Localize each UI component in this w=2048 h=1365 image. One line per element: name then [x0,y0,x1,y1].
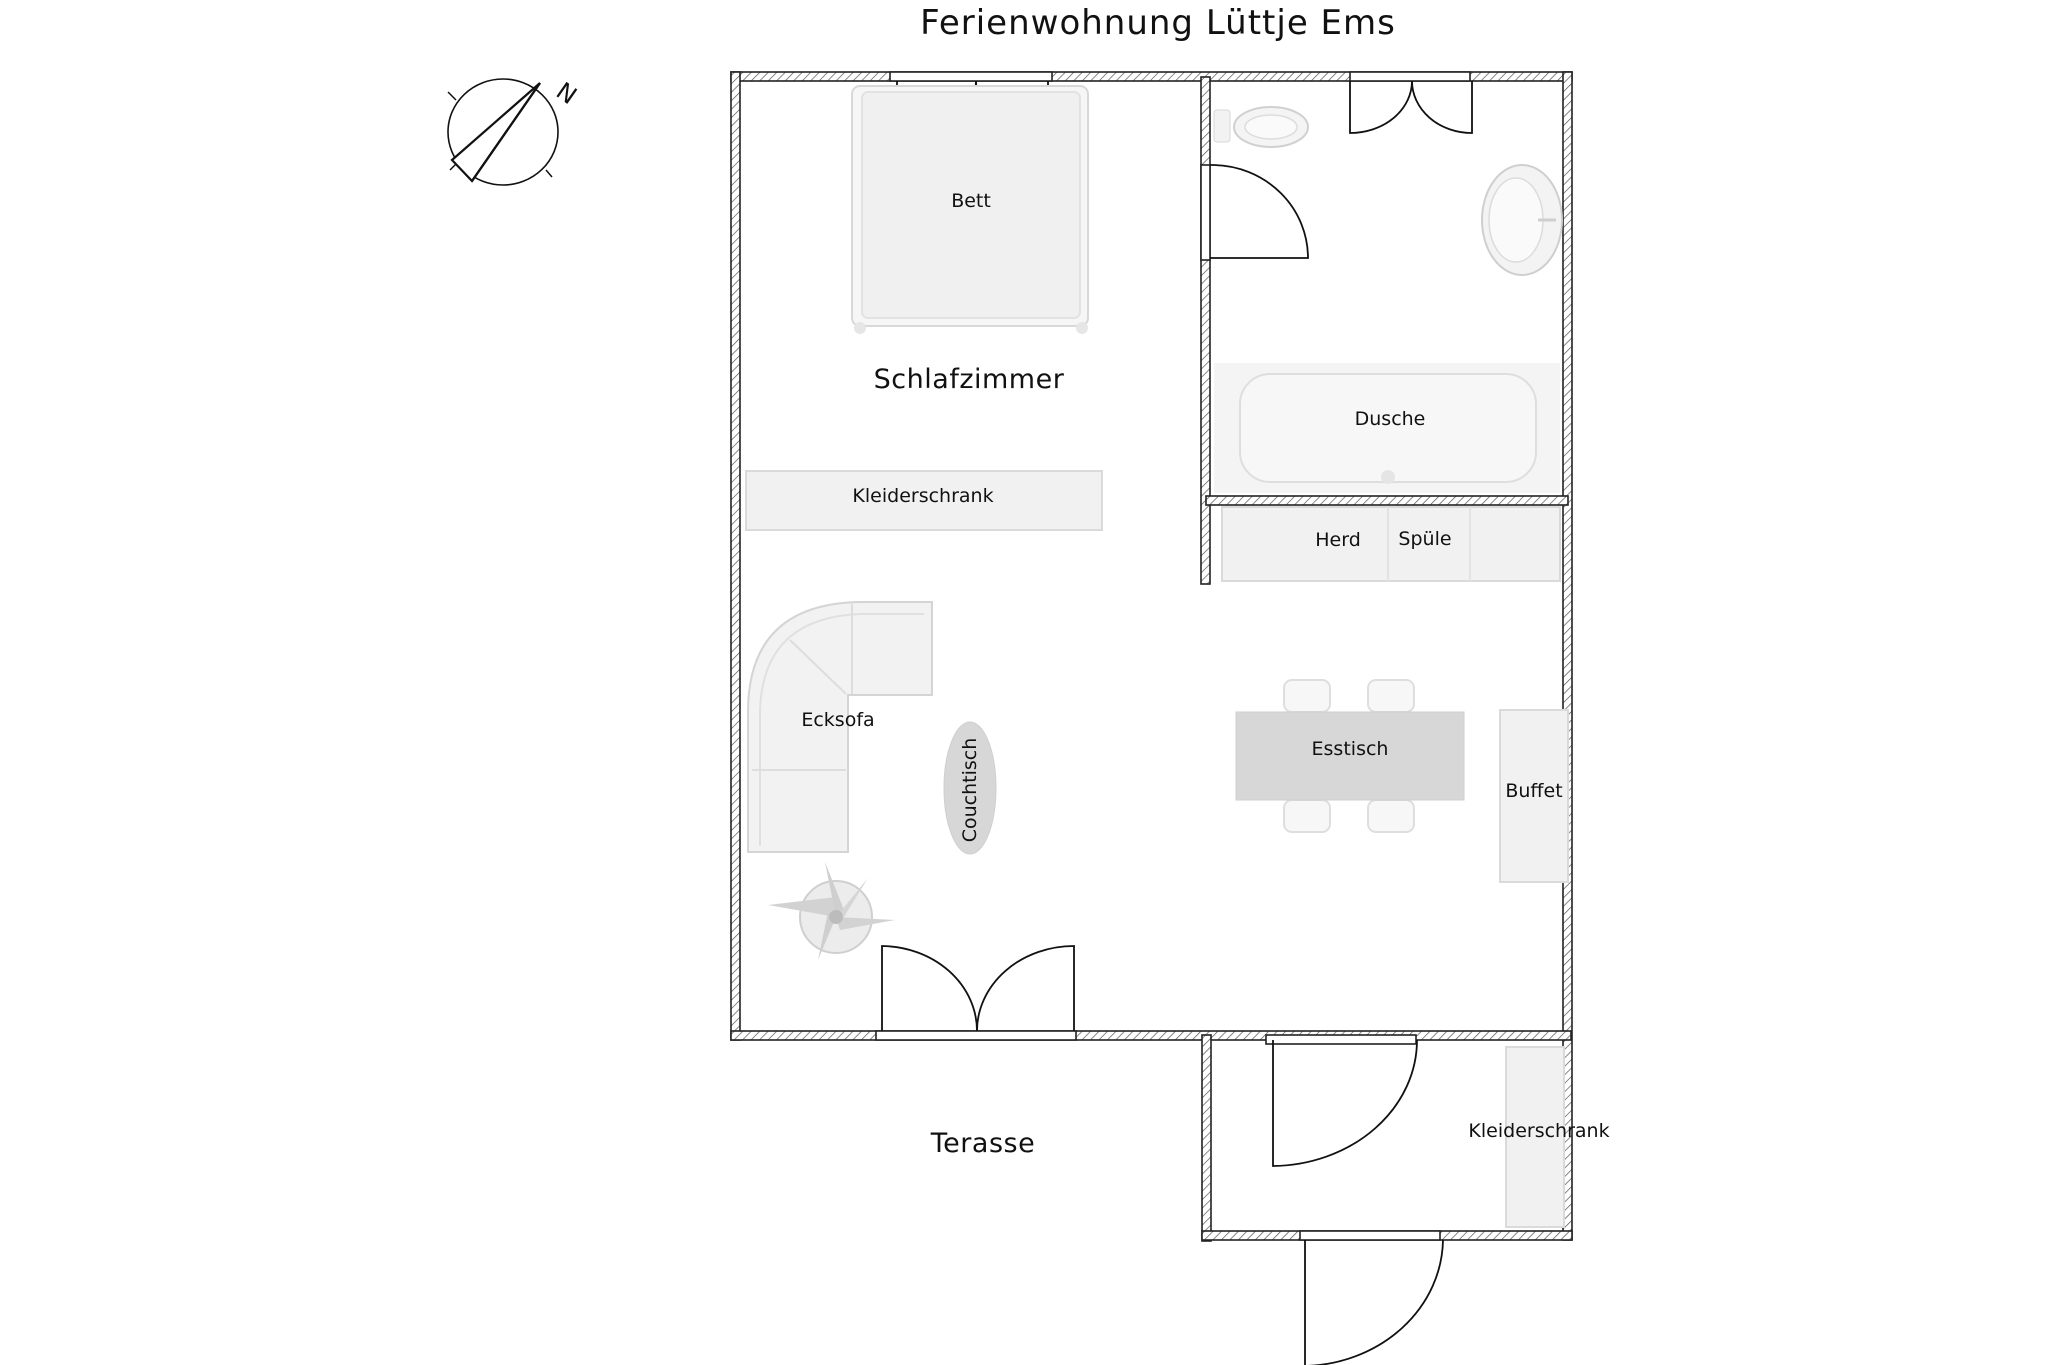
shower [1214,363,1560,493]
corner-sofa-label: Ecksofa [801,709,874,731]
coffee-table-label: Couchtisch [959,738,981,843]
buffet-label: Buffet [1505,780,1562,802]
wash-basin-icon [1481,164,1563,276]
room-label-terrace: Terasse [930,1128,1035,1159]
dining-table [1235,711,1465,801]
buffet [1499,709,1569,883]
plant-icon [768,862,895,960]
wardrobe-hall [1505,1046,1565,1228]
shower-label: Dusche [1355,408,1426,430]
compass-icon: N [447,77,582,186]
plan-title: Ferienwohnung Lüttje Ems [920,3,1396,43]
sink-label: Spüle [1398,528,1451,550]
walls [730,71,1573,1242]
dining-table-label: Esstisch [1312,738,1389,760]
compass-north-letter: N [551,77,582,110]
wardrobe-bedroom-label: Kleiderschrank [852,485,993,507]
stove-label: Herd [1315,529,1361,551]
bed [851,85,1089,334]
kitchen-counter [1221,506,1561,582]
coffee-table [943,721,997,855]
bed-label: Bett [951,190,991,212]
room-label-bedroom: Schlafzimmer [874,364,1065,395]
wardrobe-bedroom [745,470,1103,531]
corner-sofa [747,601,933,853]
wardrobe-hall-label: Kleiderschrank [1468,1120,1609,1142]
toilet-icon [1213,106,1309,148]
